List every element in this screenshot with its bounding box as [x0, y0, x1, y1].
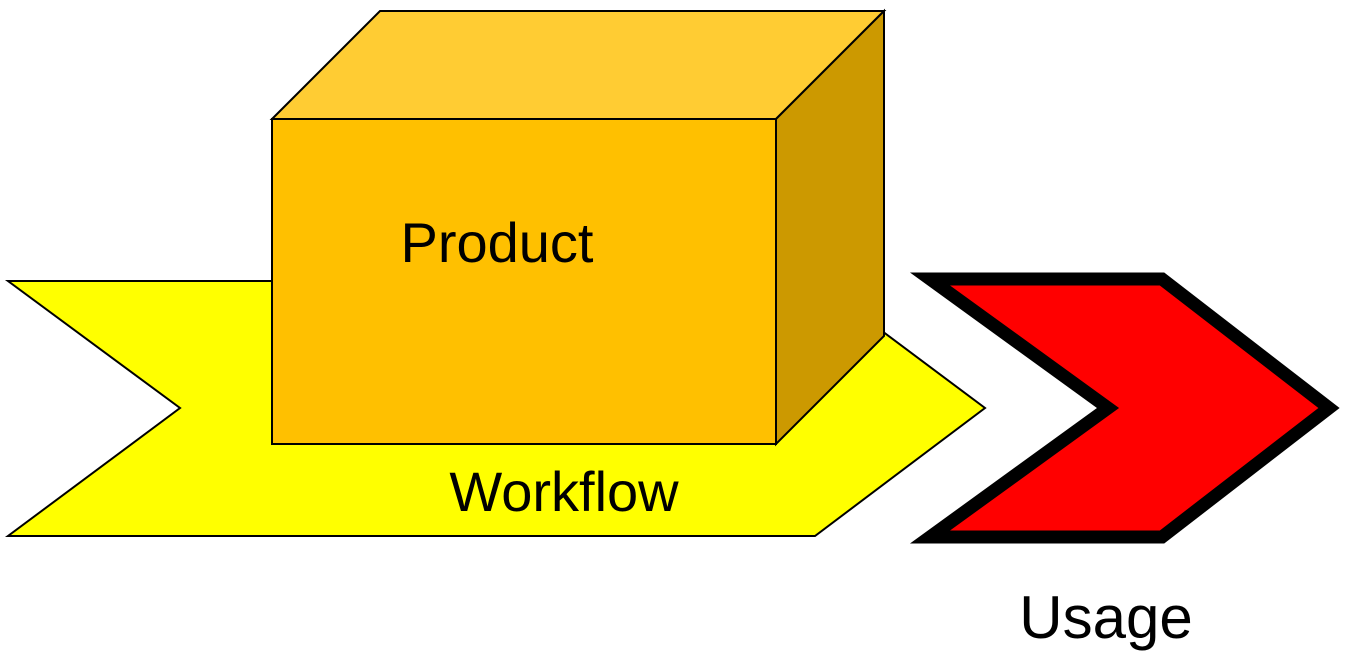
product-box-front: [271, 118, 777, 445]
workflow-label: Workflow: [449, 460, 679, 523]
usage-label: Usage: [1019, 584, 1192, 651]
product-label: Product: [401, 211, 594, 274]
usage-chevron: [909, 272, 1340, 544]
